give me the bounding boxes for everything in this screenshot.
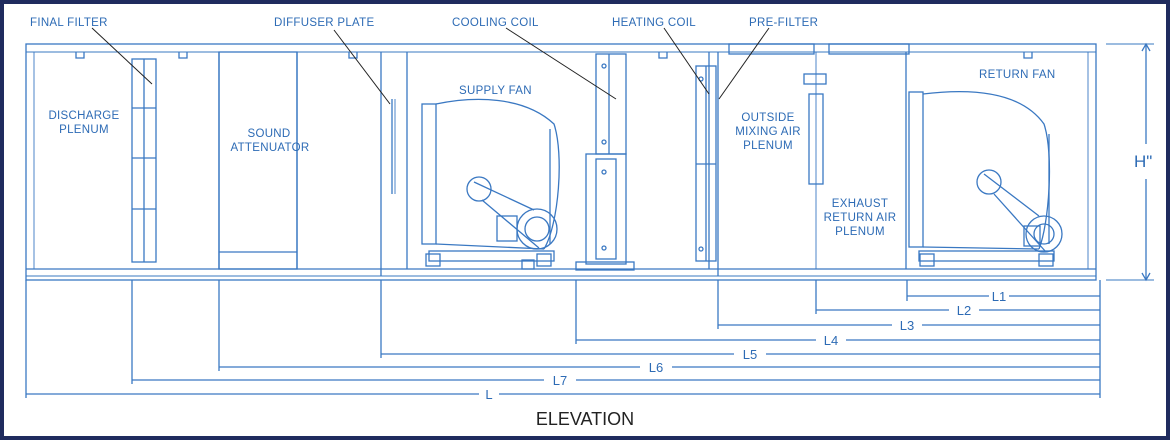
label-diffuser-plate: DIFFUSER PLATE [274,17,375,29]
label-sound-attenuator-line1: SOUND [247,128,290,140]
label-discharge-plenum-line1: DISCHARGE [48,110,119,122]
return-fan [908,91,1063,267]
label-outside-air-line1: OUTSIDE [741,112,794,124]
label-exhaust-line2: RETURN AIR [824,212,897,224]
section-dividers [33,52,1089,276]
dim-label-l3: L3 [900,318,914,333]
diagram-frame: FINAL FILTER DIFFUSER PLATE COOLING COIL… [4,4,1166,436]
diffuser-plate [391,99,396,194]
label-exhaust-line3: PLENUM [835,226,885,238]
label-discharge-plenum-line2: PLENUM [59,124,109,136]
dim-label-l1: L1 [992,289,1006,304]
height-dimension [1106,42,1154,282]
dim-label-l7: L7 [553,373,567,388]
supply-fan [421,98,560,270]
leader-lines [91,27,770,105]
label-heating-coil: HEATING COIL [612,17,696,29]
label-height: H" [1134,152,1152,171]
pre-filter-damper [728,43,910,185]
unit-casing [25,43,1097,281]
dim-label-l: L [485,387,492,402]
label-pre-filter: PRE-FILTER [749,17,818,29]
label-return-fan: RETURN FAN [979,69,1055,81]
dim-label-l2: L2 [957,303,971,318]
elevation-diagram: FINAL FILTER DIFFUSER PLATE COOLING COIL… [25,17,1154,429]
label-outside-air-line2: MIXING AIR [735,126,801,138]
hanger-marks [75,52,1033,59]
label-supply-fan: SUPPLY FAN [459,85,532,97]
label-cooling-coil: COOLING COIL [452,17,539,29]
final-filter [131,58,157,263]
dim-label-l5: L5 [743,347,757,362]
label-exhaust-line1: EXHAUST [832,198,888,210]
cooling-coil [575,53,635,271]
label-outside-air-line3: PLENUM [743,140,793,152]
length-dimensions [25,280,1101,398]
label-sound-attenuator-line2: ATTENUATOR [230,142,309,154]
dim-label-l6: L6 [649,360,663,375]
sound-attenuator [218,51,298,270]
dim-label-l4: L4 [824,333,838,348]
heating-coil [695,65,717,262]
label-final-filter: FINAL FILTER [30,17,108,29]
caption-elevation: ELEVATION [536,409,634,429]
